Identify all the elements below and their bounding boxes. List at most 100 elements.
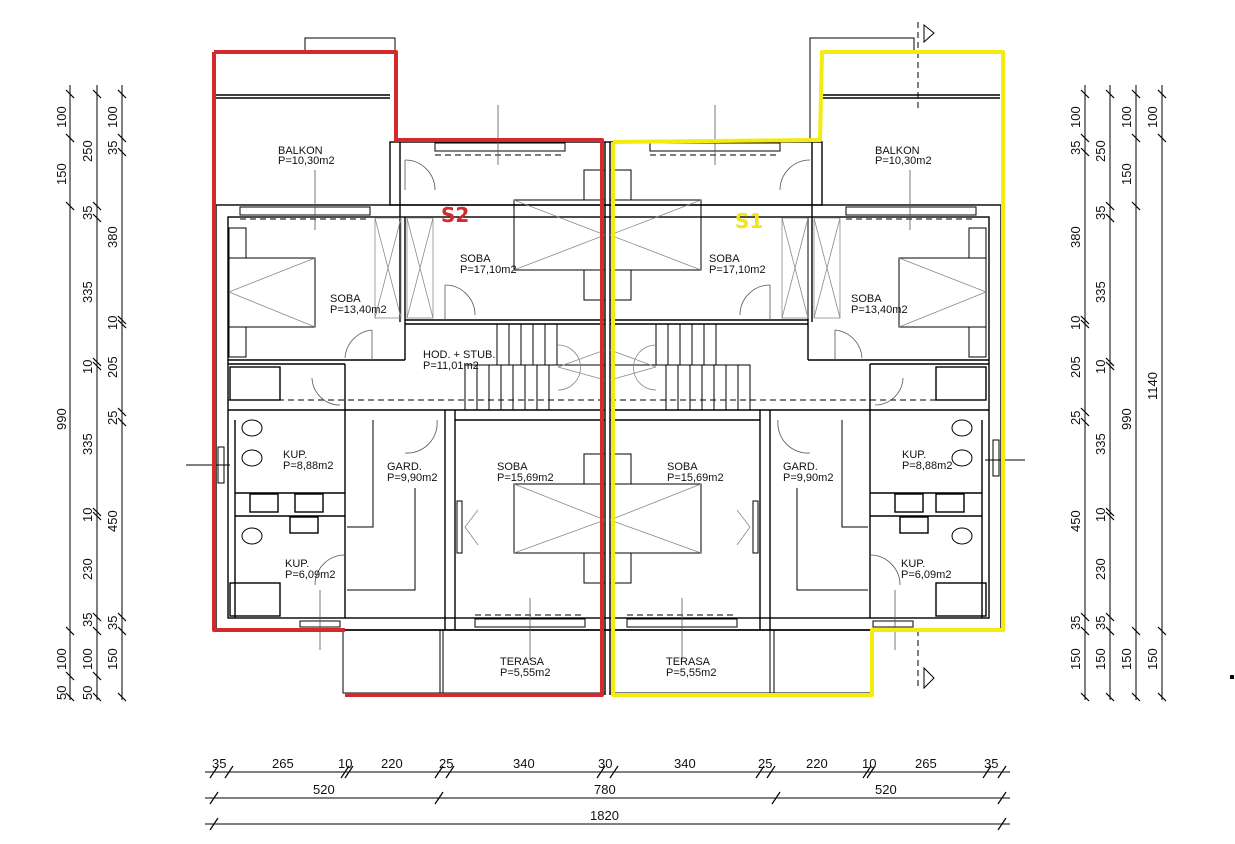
dimension-label: 50: [80, 686, 95, 700]
doors: [311, 159, 904, 586]
room-area: P=8,88m2: [902, 460, 952, 472]
room-area: P=6,09m2: [901, 569, 951, 581]
room-name: SOBA: [667, 461, 698, 473]
dimension-label: 25: [439, 756, 453, 771]
dimension-label: 520: [313, 782, 335, 797]
dimension-label: 380: [105, 226, 120, 248]
dimension-label: 990: [54, 408, 69, 430]
dimension-label: 10: [80, 360, 95, 374]
dimension-label: 35: [1093, 616, 1108, 630]
room-area: P=9,90m2: [387, 472, 437, 484]
dimensions-left: 100 150 990 100 50 250 35 335 10 335 10 …: [54, 85, 127, 702]
dimension-label: 150: [1145, 648, 1160, 670]
dimension-label: 100: [1145, 106, 1160, 128]
unit-label-s1: S1: [735, 209, 763, 233]
room-area: P=5,55m2: [666, 667, 716, 679]
dimension-label: 25: [105, 411, 120, 425]
room-name: GARD.: [783, 461, 818, 473]
dimension-label: 220: [381, 756, 403, 771]
dimension-label: 1820: [590, 808, 619, 823]
room-name: BALKON: [875, 145, 920, 157]
dimension-label: 100: [105, 106, 120, 128]
dimension-label: 35: [212, 756, 226, 771]
dimension-label: 1140: [1145, 372, 1160, 400]
dimension-label: 10: [80, 508, 95, 522]
dimension-label: 340: [513, 756, 535, 771]
dimension-label: 35: [80, 613, 95, 627]
room-name: KUP.: [902, 449, 926, 461]
dimension-label: 265: [915, 756, 937, 771]
room-area: P=11,01m2: [423, 360, 479, 372]
dimension-label: 205: [105, 356, 120, 378]
unit-s2-outline: [214, 50, 604, 697]
dimension-label: 10: [338, 756, 352, 771]
room-name: SOBA: [330, 293, 361, 305]
dimension-label: 10: [105, 316, 120, 330]
unit-s2-outline-left: [212, 52, 345, 632]
dimension-label: 250: [80, 140, 95, 162]
dimension-label: 10: [1093, 508, 1108, 522]
room-labels-s2: BALKON P=10,30m2 SOBA P=17,10m2 SOBA P=1…: [278, 145, 554, 679]
room-area: P=17,10m2: [709, 264, 766, 276]
dimension-label: 100: [54, 648, 69, 670]
dimension-label: 100: [54, 106, 69, 128]
dimension-label: 10: [862, 756, 876, 771]
dimension-label: 35: [80, 206, 95, 220]
room-name: KUP.: [283, 449, 307, 461]
room-area: P=13,40m2: [330, 304, 387, 316]
dimension-label: 35: [105, 616, 120, 630]
dimension-label: 100: [1068, 106, 1083, 128]
section-lines: [314, 22, 1234, 690]
dimension-label: 380: [1068, 226, 1083, 248]
room-name: SOBA: [709, 253, 740, 265]
room-name: TERASA: [500, 656, 545, 668]
room-area: P=15,69m2: [497, 472, 554, 484]
dimension-label: 25: [1068, 411, 1083, 425]
dimension-label: 10: [1068, 316, 1083, 330]
room-area: P=5,55m2: [500, 667, 550, 679]
stairs: [464, 324, 751, 411]
dimension-label: 335: [1093, 281, 1108, 303]
room-name: GARD.: [387, 461, 422, 473]
dimension-label: 250: [1093, 140, 1108, 162]
dimension-label: 25: [758, 756, 772, 771]
unit-label-s2: S2: [441, 203, 469, 227]
dimension-label: 10: [1093, 360, 1108, 374]
dimension-label: 100: [1119, 106, 1134, 128]
furniture: [228, 169, 987, 617]
room-area: P=13,40m2: [851, 304, 908, 316]
room-area: P=9,90m2: [783, 472, 833, 484]
dimension-label: 230: [1093, 558, 1108, 580]
dimension-label: 780: [594, 782, 616, 797]
dimension-label: 30: [598, 756, 612, 771]
room-name: KUP.: [901, 558, 925, 570]
room-area: P=6,09m2: [285, 569, 335, 581]
room-name: SOBA: [851, 293, 882, 305]
room-name: SOBA: [460, 253, 491, 265]
room-area: P=10,30m2: [278, 155, 335, 167]
dimension-label: 35: [1068, 141, 1083, 155]
room-area: P=10,30m2: [875, 155, 932, 167]
dimension-label: 150: [1119, 163, 1134, 185]
room-name: TERASA: [666, 656, 711, 668]
dimension-label: 220: [806, 756, 828, 771]
dimension-label: 265: [272, 756, 294, 771]
dimension-label: 335: [80, 433, 95, 455]
room-labels-s1: BALKON P=10,30m2 SOBA P=17,10m2 SOBA P=1…: [666, 145, 952, 679]
dimension-label: 150: [1068, 648, 1083, 670]
dimension-label: 100: [80, 648, 95, 670]
dimension-label: 450: [105, 510, 120, 532]
dimension-label: 450: [1068, 510, 1083, 532]
dimensions-right: 100 35 380 10 205 25 450 35 150 250 35 3…: [1068, 85, 1167, 702]
room-area: P=8,88m2: [283, 460, 333, 472]
dimension-label: 150: [1119, 648, 1134, 670]
dimension-label: 230: [80, 558, 95, 580]
dimension-label: 335: [80, 281, 95, 303]
dimension-label: 35: [984, 756, 998, 771]
dimension-label: 340: [674, 756, 696, 771]
room-name: HOD. + STUB.: [423, 349, 495, 361]
dimension-label: 150: [54, 163, 69, 185]
dimension-label: 205: [1068, 356, 1083, 378]
room-name: BALKON: [278, 145, 323, 157]
